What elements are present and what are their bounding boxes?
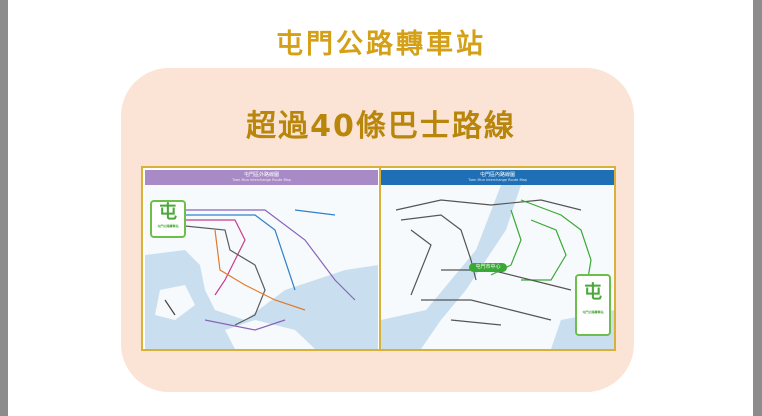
outer-map-title: 屯門區外路線圖 xyxy=(243,172,279,178)
inner-map-subtitle: Tuen Mun Interchange Route Map xyxy=(468,178,527,182)
outer-map-graphic xyxy=(145,209,378,349)
interchange-logo: 屯 屯門公路轉車站 xyxy=(150,200,186,238)
outer-map-subtitle: Tuen Mun Interchange Route Map xyxy=(232,178,291,182)
outer-map-header: 屯門區外路線圖 Tuen Mun Interchange Route Map xyxy=(145,170,378,185)
logo-caption: 屯門公路轉車站 xyxy=(157,224,179,228)
route-maps-frame: 屯門區外路線圖 Tuen Mun Interchange Route Map 屯 xyxy=(141,166,616,351)
slide-title: 屯門公路轉車站 xyxy=(276,29,486,60)
inner-map-title: 屯門區內路線圖 xyxy=(479,172,515,178)
card-subtitle: 超過40條巴士路線 xyxy=(246,109,516,144)
logo-glyph: 屯 xyxy=(159,202,177,223)
inner-map-header: 屯門區內路線圖 Tuen Mun Interchange Route Map xyxy=(381,170,614,185)
hub-label: 屯門市中心 xyxy=(469,263,507,272)
outer-route-map: 屯門區外路線圖 Tuen Mun Interchange Route Map 屯 xyxy=(145,170,378,349)
logo-glyph-right: 屯 xyxy=(584,282,602,303)
map-divider xyxy=(379,168,381,349)
window-edge xyxy=(753,0,762,416)
logo-caption-right: 屯門公路轉車站 xyxy=(582,310,604,314)
inner-route-map: 屯門區內路線圖 Tuen Mun Interchange Route Map 屯… xyxy=(381,170,614,349)
interchange-logo-right: 屯 屯門公路轉車站 xyxy=(575,274,611,336)
